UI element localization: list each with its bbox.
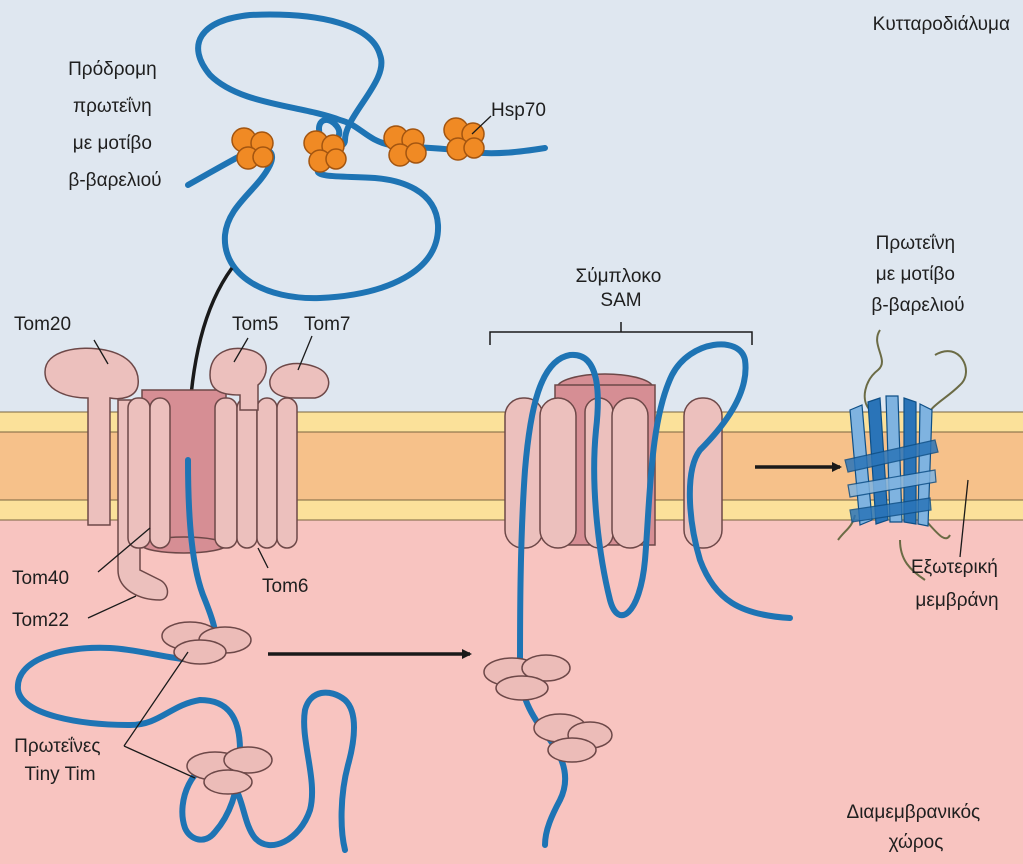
hsp70-label: Hsp70 <box>491 100 546 121</box>
tom-complex <box>44 347 330 601</box>
hsp70-chaperone-2 <box>303 130 347 173</box>
tiny-tim-complex-1 <box>161 621 252 665</box>
tom40-label: Tom40 <box>12 568 69 589</box>
tom7-label: Tom7 <box>304 314 350 335</box>
tiny-tim-complex-4 <box>533 713 613 763</box>
tiny-tim-complex-2 <box>186 746 273 795</box>
tiny-tim-label: Πρωτεΐνες Tiny Tim <box>14 736 106 785</box>
imported-chain-tail <box>212 689 357 853</box>
outer-membrane-label: Εξωτερική μεμβράνη <box>911 557 1003 611</box>
sam-chain <box>517 341 793 671</box>
tom5-label: Tom5 <box>232 314 278 335</box>
cytosol-region <box>0 0 1023 412</box>
intermembrane-label: Διαμεμβρανικός χώρος <box>847 802 986 853</box>
tiny-tim-complex-3 <box>483 654 571 701</box>
hsp70-chaperone-1 <box>231 127 274 170</box>
tom20-label: Tom20 <box>14 314 71 335</box>
tom6-label: Tom6 <box>262 576 308 597</box>
hsp70-chaperone-4 <box>443 117 485 161</box>
precursor-label: Πρόδρομη πρωτεΐνη με μοτίβο β-βαρελιού <box>68 59 162 191</box>
sam-bracket <box>489 322 753 345</box>
sam-chain-tail <box>517 665 569 848</box>
precursor-chain <box>185 11 548 302</box>
cytosol-label: Κυτταροδιάλυμα <box>873 14 1010 35</box>
barrel-protein-label: Πρωτεΐνη με μοτίβο β-βαρελιού <box>871 233 964 316</box>
leader-lines <box>87 115 969 779</box>
sam-label: Σύμπλοκο SAM <box>575 266 666 311</box>
tom22-label: Tom22 <box>12 610 69 631</box>
beta-barrel-protein <box>837 329 967 581</box>
hsp70-chaperone-3 <box>383 125 427 167</box>
